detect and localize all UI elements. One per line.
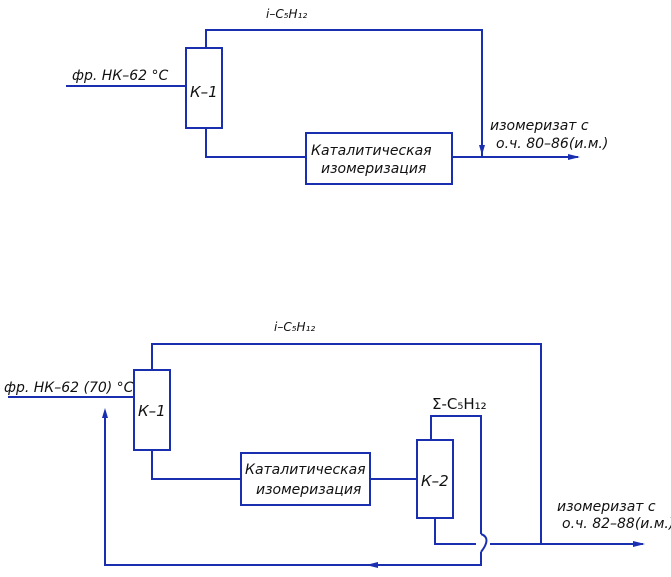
recycle-line-2: [151, 343, 542, 544]
crossing-hump: [480, 533, 488, 553]
process-label-line2-1: изомеризация: [321, 161, 426, 177]
process-label-line1-2: Каталитическая: [245, 462, 366, 478]
product-arrow-2: [633, 541, 645, 547]
bottom-line-2: [151, 450, 241, 480]
product-label-line1-2: изомеризат с: [557, 499, 656, 515]
diagram-2: К–1 Каталитическая изомеризация К–2 фр. …: [4, 320, 671, 568]
process-label-line2-2: изомеризация: [256, 482, 361, 498]
column-k1-label-2: К–1: [138, 402, 166, 420]
recycle-label-1: i–C₅H₁₂: [266, 7, 307, 21]
process-label-line1-1: Каталитическая: [311, 143, 432, 159]
column-k1-label-1: К–1: [190, 83, 218, 101]
return-line: [104, 412, 482, 566]
recycle-label-2: i–C₅H₁₂: [274, 320, 315, 334]
k2-top-loop: [430, 415, 482, 534]
product-label-line2-2: о.ч. 82–88(и.м.): [562, 516, 671, 532]
process-box-1: [305, 132, 453, 185]
return-arrow-left: [366, 562, 378, 568]
product-label-line1-1: изомеризат с: [490, 118, 589, 134]
diagram-1: К–1 Каталитическая изомеризация фр. НК–6…: [66, 7, 608, 185]
column-k1-box-1: [185, 47, 223, 129]
feed-label-1: фр. НК–62 °С: [72, 68, 168, 84]
product-label-line2-1: о.ч. 80–86(и.м.): [496, 136, 608, 152]
k2-bottom-line: [434, 518, 476, 545]
process-box-2: [240, 452, 371, 506]
bottom-line-1: [205, 128, 306, 158]
recycle-arrow-1: [479, 145, 485, 155]
product-arrow-1: [568, 154, 580, 160]
recycle-line-1: [205, 29, 483, 157]
sum-c5-label: Σ-C₅H₁₂: [432, 395, 487, 413]
column-k2-box: [416, 439, 454, 519]
return-arrow-up: [102, 408, 108, 418]
feed-label-2: фр. НК–62 (70) °С: [4, 380, 134, 396]
column-k1-box-2: [133, 369, 171, 451]
column-k2-label: К–2: [421, 472, 449, 490]
